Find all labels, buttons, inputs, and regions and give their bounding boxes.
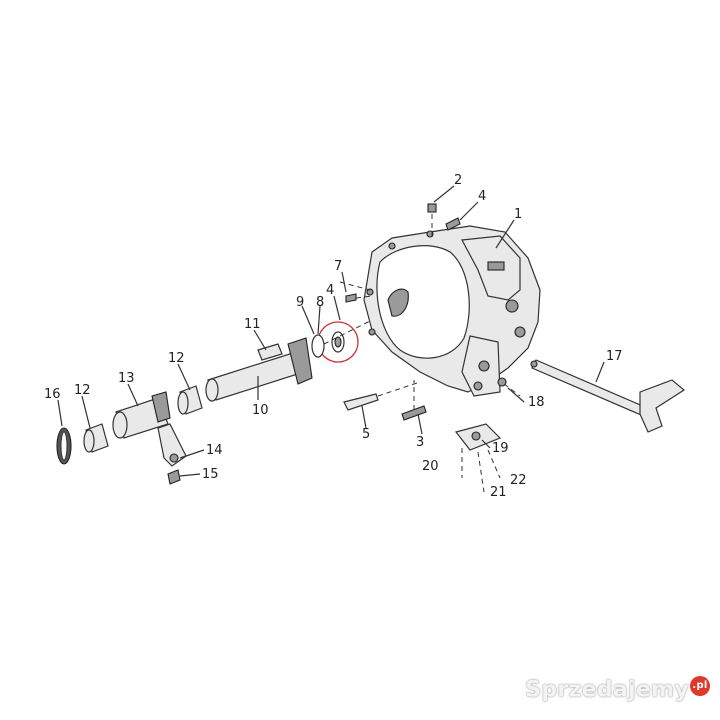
bearing-12-left	[83, 423, 109, 453]
bearing-12-right	[177, 385, 203, 415]
watermark-suffix: .pl	[690, 675, 710, 696]
clutch-housing	[363, 225, 541, 397]
lever-14	[157, 423, 187, 467]
pin-4-top	[445, 217, 461, 231]
label-18: 18	[528, 395, 545, 410]
label-19: 19	[492, 441, 509, 456]
label-21: 21	[490, 485, 507, 500]
shift-shaft-17	[530, 359, 686, 433]
part-labels: 2 4 1 7 4 8 9 11 10 12 13 12 16 14 15 17…	[44, 173, 623, 500]
label-12-right: 12	[168, 351, 185, 366]
label-14: 14	[206, 443, 223, 458]
site-watermark: Sprzedajemy.pl	[525, 675, 710, 702]
watermark-text: Sprzedajemy	[525, 677, 689, 702]
label-22: 22	[510, 473, 527, 488]
label-20: 20	[422, 459, 439, 474]
sleeve-10	[205, 337, 313, 402]
label-5: 5	[362, 427, 370, 442]
bolt-15	[167, 469, 181, 485]
bolt-2	[427, 203, 437, 238]
label-1: 1	[514, 207, 522, 222]
label-15: 15	[202, 467, 219, 482]
label-4-left: 4	[326, 283, 334, 298]
bolt-18	[497, 377, 521, 397]
circled-part-8	[317, 321, 359, 363]
label-16: 16	[44, 387, 61, 402]
label-7: 7	[334, 259, 342, 274]
fork-11	[257, 343, 283, 361]
pin-3	[401, 380, 427, 421]
label-12-left: 12	[74, 383, 91, 398]
label-8: 8	[316, 295, 324, 310]
bolt-4-left	[345, 293, 373, 303]
ring-9	[311, 319, 373, 358]
hub-13	[112, 391, 171, 439]
label-2: 2	[454, 173, 462, 188]
label-3: 3	[416, 435, 424, 450]
label-4-top: 4	[478, 189, 486, 204]
ring-16	[56, 427, 72, 465]
cover-plate-19	[454, 423, 502, 493]
leader-lines	[57, 185, 605, 477]
label-10: 10	[252, 403, 269, 418]
label-9: 9	[296, 295, 304, 310]
label-13: 13	[118, 371, 135, 386]
label-17: 17	[606, 349, 623, 364]
bracket-5	[343, 381, 421, 411]
label-11: 11	[244, 317, 261, 332]
